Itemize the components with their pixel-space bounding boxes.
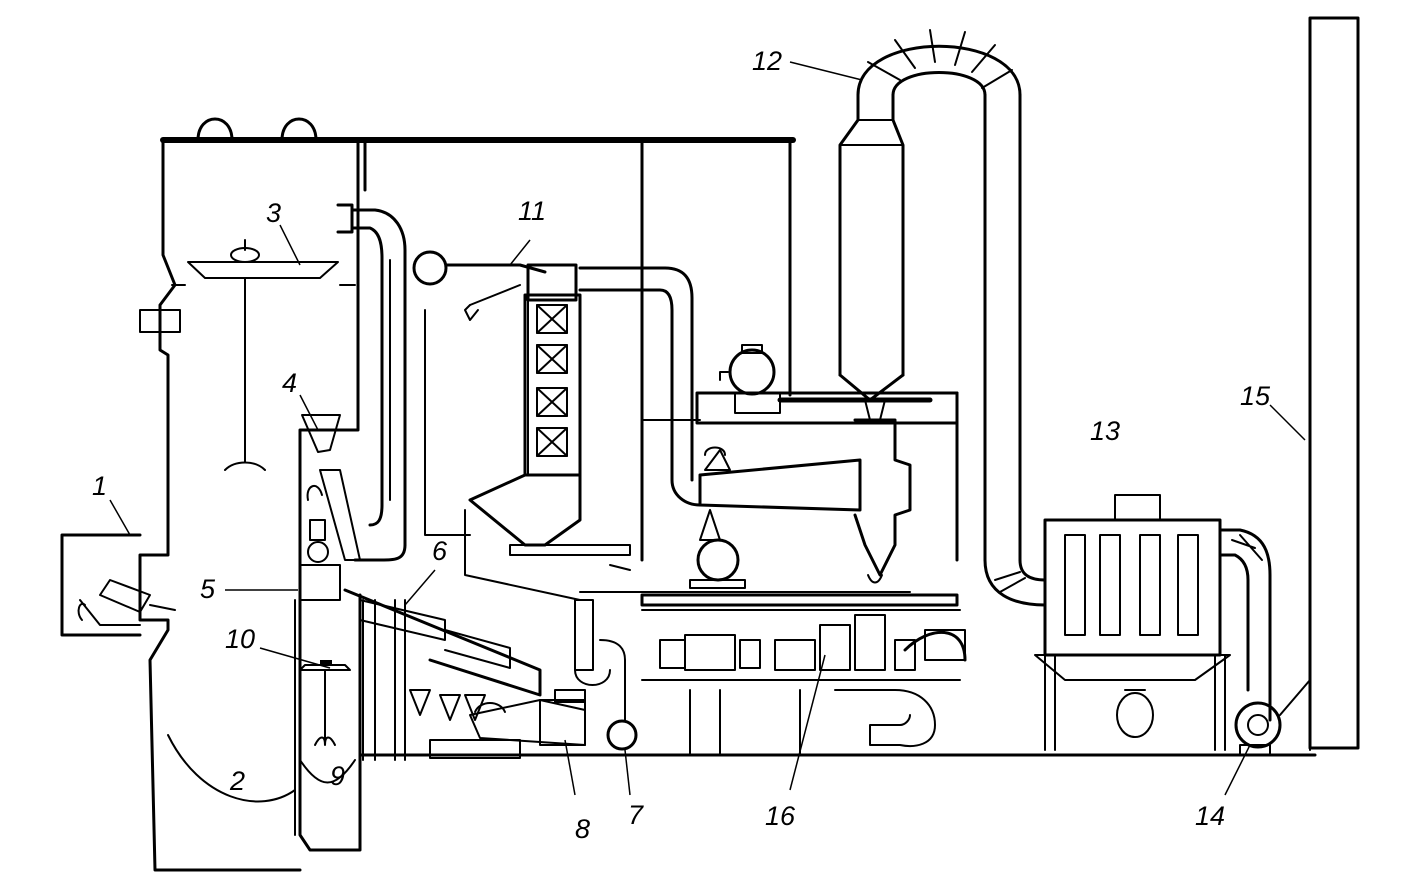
- chimney-stack: [1308, 16, 1360, 750]
- label-16: 16: [765, 801, 796, 831]
- pump-unit: [469, 599, 638, 751]
- label-5: 5: [200, 574, 216, 604]
- label-15: 15: [1240, 381, 1271, 411]
- filter-unit-10: [299, 660, 351, 746]
- reagent-prep-unit: [579, 564, 967, 756]
- label-13: 13: [1090, 416, 1120, 446]
- label-10: 10: [225, 624, 255, 654]
- label-2: 2: [229, 766, 245, 796]
- leader-lines: [109, 61, 1306, 796]
- scrubber-column: [412, 250, 631, 601]
- label-4: 4: [282, 368, 297, 398]
- label-1: 1: [92, 471, 107, 501]
- stirrer: [139, 239, 356, 471]
- label-6: 6: [432, 536, 448, 566]
- feed-hopper: [60, 533, 176, 637]
- tall-cyclone: [838, 29, 1047, 607]
- fan-motor: [695, 344, 959, 562]
- furnace-shell: [138, 138, 362, 872]
- label-3: 3: [266, 198, 281, 228]
- callout-labels: 1 2 3 4 5 6 7 8 9 10 11 12 13 14 15 16: [92, 46, 1271, 844]
- label-12: 12: [752, 46, 782, 76]
- label-7: 7: [628, 800, 644, 830]
- cyclone-separator: [689, 418, 912, 589]
- connecting-duct: [578, 266, 702, 507]
- building-roof: [160, 117, 796, 562]
- exhaust-fan: [1234, 679, 1311, 756]
- hopper-4: [301, 414, 341, 453]
- pipe-5: [299, 485, 376, 761]
- label-11: 11: [518, 196, 546, 226]
- exhaust-duct: [336, 203, 407, 562]
- label-9: 9: [330, 761, 345, 791]
- chute: [319, 469, 542, 761]
- bag-filter: [1034, 494, 1272, 751]
- packing-grids: [536, 304, 568, 457]
- label-8: 8: [575, 814, 590, 844]
- label-14: 14: [1195, 801, 1225, 831]
